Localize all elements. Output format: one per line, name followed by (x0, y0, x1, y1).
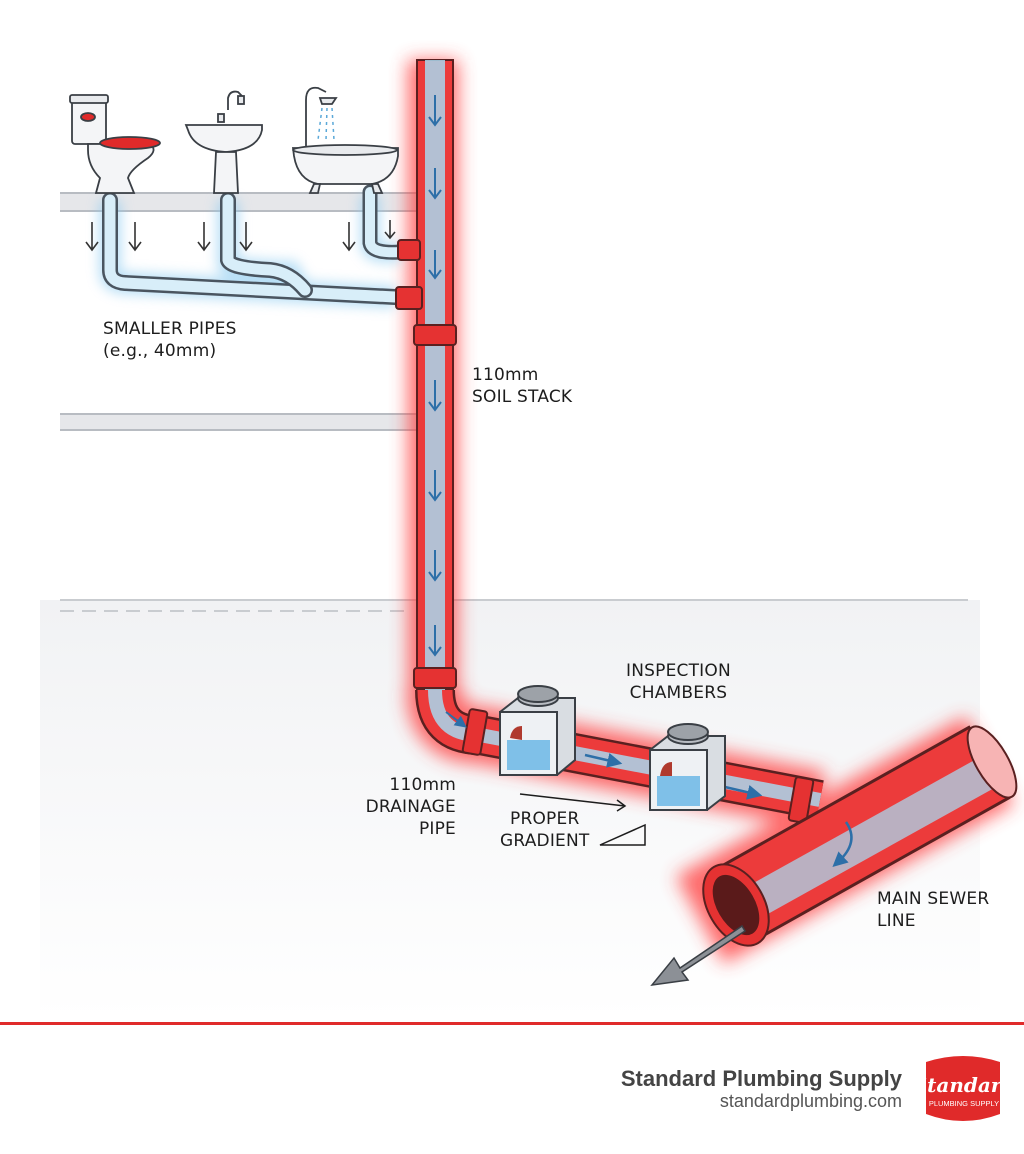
bathtub-icon (291, 144, 399, 194)
brand-url: standardplumbing.com (719, 1091, 902, 1111)
logo-word: Standard (918, 1073, 1008, 1097)
middle-floor (60, 413, 420, 431)
flow-arrows-stack (428, 95, 442, 657)
main-sewer-line (702, 725, 1018, 947)
sink-icon (184, 90, 263, 194)
drainage-pipe (413, 667, 824, 824)
soil-stack-label: 110mm SOIL STACK (472, 365, 573, 407)
flow-arrows-fixtures (85, 220, 396, 252)
inspection-chamber-icon (649, 723, 726, 811)
soil-stack (395, 59, 457, 691)
toilet-icon (69, 94, 161, 194)
brand-logo[interactable]: Standard PLUMBING SUPPLY (918, 1052, 1008, 1126)
gradient-triangle-icon (519, 793, 646, 846)
brand-name: Standard Plumbing Supply (620, 1066, 902, 1091)
footer-divider (0, 1022, 1024, 1025)
proper-gradient-label: PROPER GRADIENT (500, 809, 590, 851)
inspection-chamber-icon (499, 685, 576, 776)
drainage-diagram (40, 59, 1018, 1020)
smaller-pipes-label: SMALLER PIPES (e.g., 40mm) (103, 319, 237, 361)
smaller-pipes (102, 184, 408, 305)
shower-icon (305, 86, 338, 148)
main-sewer-line-label: MAIN SEWER LINE (877, 889, 990, 931)
drainage-pipe-label: 110mm DRAINAGE PIPE (365, 775, 456, 839)
outflow-arrow-icon (650, 924, 747, 987)
logo-tagline: PLUMBING SUPPLY (929, 1099, 999, 1108)
inspection-chambers-label: INSPECTION CHAMBERS (626, 661, 731, 703)
